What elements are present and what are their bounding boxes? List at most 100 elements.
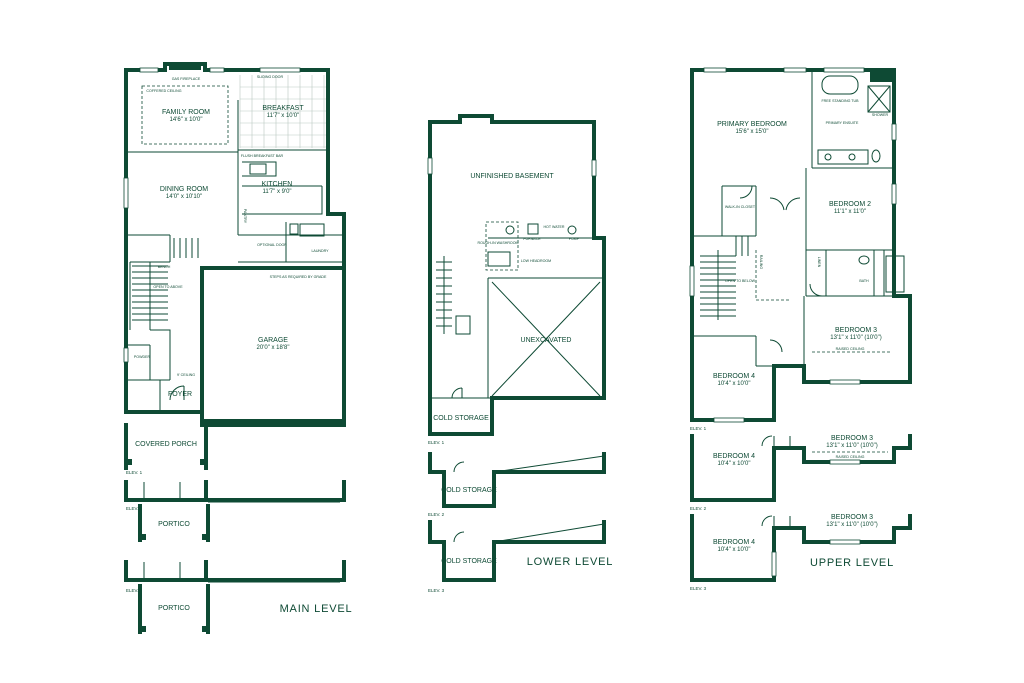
pantry-label: PANTRY [243, 209, 247, 224]
cold-storage-elev3-label: COLD STORAGE [441, 558, 497, 565]
window [123, 177, 129, 209]
breakfast-label: BREAKFAST [262, 105, 304, 112]
elev3-main-wall [124, 560, 346, 582]
sink-icon [249, 163, 267, 175]
upper-level-title: UPPER LEVEL [810, 557, 894, 569]
free-standing-tub-label: FREE STANDING TUB [821, 99, 859, 103]
bedroom2-size: 11'1" x 11'0" [834, 209, 866, 215]
main-elev2-label: ELEV. 2 [126, 506, 143, 511]
cold-storage-elev1-label: COLD STORAGE [433, 415, 489, 422]
portico-elev3-label: PORTICO [158, 605, 190, 612]
powder-label: POWDER [134, 355, 151, 359]
pump-label: PUMP [569, 237, 580, 241]
lower-elev2-wall [428, 452, 606, 508]
furnace-icon [505, 225, 515, 235]
upper-elev1-label: ELEV. 1 [690, 426, 707, 431]
main-stairs [132, 238, 199, 330]
primary-bedroom-size: 15'6" x 15'0" [736, 129, 769, 135]
hot-water-label: HOT WATER [543, 225, 564, 229]
bedroom4-elev3-label: BEDROOM 4 [713, 539, 755, 546]
main-outer-wall [124, 62, 346, 427]
elev3-portico-outline [138, 584, 210, 634]
foyer-label: FOYER [168, 391, 192, 398]
upper-elev2-wall [690, 434, 912, 502]
steps-label: STEPS AS REQUIRED BY GRADE [270, 275, 327, 279]
optional-door-label: OPTIONAL DOOR [257, 243, 287, 247]
primary-ensuite-label: PRIMARY ENSUITE [826, 121, 859, 125]
window [139, 67, 159, 73]
main-elev1-label: ELEV. 1 [126, 470, 143, 475]
breakfast-tile-grid [239, 75, 328, 148]
sliding-door-label: SLIDING DOOR [257, 75, 284, 79]
family-room-label: FAMILY ROOM [162, 109, 210, 116]
bench-label: BENCH [158, 265, 171, 269]
bedroom4-elev2-size: 10'4" x 10'0" [718, 461, 751, 467]
dining-room-size: 14'0" x 10'10" [166, 194, 202, 200]
bedroom2-label: BEDROOM 2 [829, 201, 871, 208]
bedroom3-elev2-size: 13'1" x 11'0" (10'0") [826, 443, 877, 449]
lower-elev3-label: ELEV. 3 [428, 588, 445, 593]
main-level-plan: GAS FIREPLACE SLIDING DOOR COFFERED CEIL… [123, 62, 353, 634]
appliance-icon [299, 223, 325, 237]
washer-icon [289, 223, 299, 235]
covered-porch-label: COVERED PORCH [135, 441, 197, 448]
bedroom4-label: BEDROOM 4 [713, 373, 755, 380]
bedroom3-size: 13'1" x 11'0" (10'0") [830, 335, 881, 341]
gas-fireplace-icon [169, 62, 201, 70]
raised-ceiling-label: RAISED CEILING [836, 347, 865, 351]
family-room-size: 14'6" x 10'0" [170, 117, 203, 123]
unfinished-basement-label: UNFINISHED BASEMENT [470, 173, 554, 180]
bath-label: BATH [859, 279, 869, 283]
upper-outer-wall [690, 68, 912, 422]
window [209, 67, 225, 73]
portico-elev2-label: PORTICO [158, 521, 190, 528]
cold-storage-elev2-label: COLD STORAGE [441, 487, 497, 494]
linen-label: LINEN [817, 257, 821, 268]
elev2-main-wall [124, 480, 346, 502]
shower-label: SHOWER [872, 113, 889, 117]
lower-level-title: LOWER LEVEL [527, 556, 613, 568]
breakfast-size: 11'7" x 10'0" [267, 113, 299, 119]
open-to-above-label: OPEN TO ABOVE [153, 285, 183, 289]
low-headroom-label: LOW HEADROOM [521, 259, 551, 263]
coffered-ceiling-label: COFFERED CEILING [146, 89, 181, 93]
primary-bedroom-label: PRIMARY BEDROOM [717, 121, 787, 128]
main-level-title: MAIN LEVEL [280, 603, 353, 615]
free-standing-tub-icon [821, 75, 859, 95]
lower-elev3-wall [428, 520, 606, 582]
garage-wall [200, 266, 346, 414]
lower-level-plan: UNFINISHED BASEMENT UNEXCAVATED COLD STO… [427, 114, 613, 593]
unexcavated-cross [491, 281, 601, 397]
bedroom4-elev2-label: BEDROOM 4 [713, 453, 755, 460]
bedroom3-elev2-label: BEDROOM 3 [831, 435, 873, 442]
flush-bar-label: FLUSH BREAKFAST BAR [241, 154, 284, 158]
bathtub-icon [885, 255, 905, 293]
window [259, 67, 301, 73]
bedroom4-size: 10'4" x 10'0" [718, 381, 751, 387]
dining-room-label: DINING ROOM [160, 186, 208, 193]
bedroom3-elev3-size: 13'1" x 11'0" (10'0") [826, 522, 877, 528]
window [123, 347, 129, 363]
kitchen-size: 11'7" x 9'0" [262, 189, 291, 195]
ceiling-label: 9' CEILING [177, 373, 195, 377]
raised-ceiling-elev2-label: RAISED CEILING [836, 455, 865, 459]
garage-size: 20'0" x 18'8" [257, 345, 290, 351]
bedroom3-label: BEDROOM 3 [835, 327, 877, 334]
bedroom3-elev3-label: BEDROOM 3 [831, 514, 873, 521]
furnace-label: FURNACE [523, 237, 541, 241]
lower-outer-wall [428, 114, 606, 436]
upper-elev3-wall [690, 514, 912, 582]
walk-in-closet-label: WALK-IN CLOSET [725, 205, 756, 209]
upper-stairs [700, 236, 749, 320]
kitchen-label: KITCHEN [262, 181, 293, 188]
garage-label: GARAGE [258, 337, 288, 344]
main-elev3-label: ELEV. 3 [126, 588, 143, 593]
lower-elev1-label: ELEV. 1 [428, 440, 445, 445]
laundry-label: LAUNDRY [311, 249, 329, 253]
upper-elev3-label: ELEV. 3 [690, 586, 707, 591]
open-to-below-label: OPEN TO BELOW [725, 279, 756, 283]
railing-label: RAILING [759, 255, 763, 270]
upper-level-plan: PRIMARY BEDROOM 15'6" x 15'0" FREE STAND… [689, 67, 912, 591]
upper-elev2-label: ELEV. 2 [690, 506, 707, 511]
